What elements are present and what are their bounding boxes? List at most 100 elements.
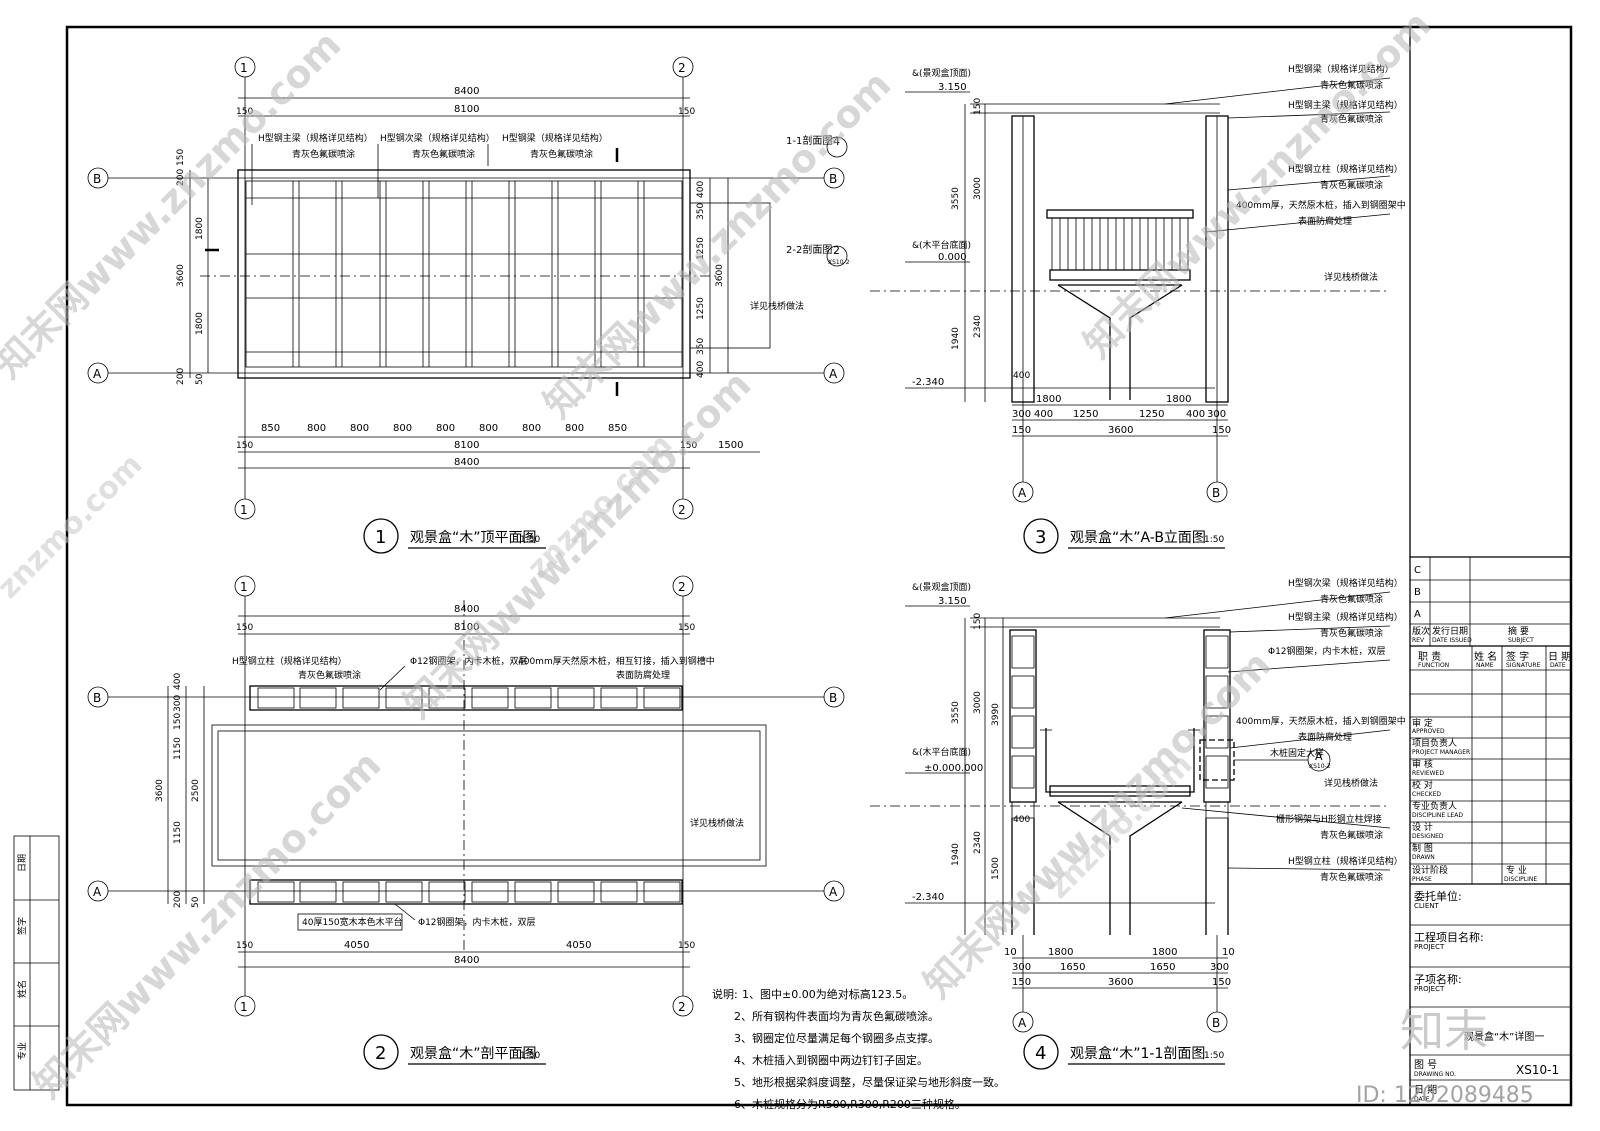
svg-text:150: 150 [973,613,983,630]
svg-text:1800: 1800 [195,312,205,335]
role-drawn: 制 图 [1412,842,1433,854]
view3-number: 3 [1035,527,1046,548]
role-reviewed: 审 核 [1412,758,1433,770]
svg-text:5、地形根据梁斜度调整，尽量保证梁与地形斜度一致。: 5、地形根据梁斜度调整，尽量保证梁与地形斜度一致。 [734,1075,1005,1089]
svg-text:青灰色氟碳喷涂: 青灰色氟碳喷涂 [530,148,593,160]
svg-text:2: 2 [678,61,686,75]
svg-text:8100: 8100 [454,622,479,633]
svg-text:300: 300 [1012,409,1031,420]
svg-text:300: 300 [1207,409,1226,420]
svg-text:&(木平台底面): &(木平台底面) [912,746,971,758]
role-pm: 项目负责人 [1412,737,1457,749]
svg-text:3990: 3990 [991,703,1001,726]
subject-head: 摘 要 [1508,625,1529,637]
strip-date: 日期 [17,854,28,872]
svg-text:150: 150 [176,149,186,166]
svg-text:H型钢梁（规格详见结构）: H型钢梁（规格详见结构） [1288,63,1394,75]
title-block: C B A 版次 REV 发行日期 DATE ISSUED 摘 要 SUBJEC… [1410,556,1571,1103]
log-column-left [1009,629,1037,935]
svg-text:300: 300 [173,695,183,712]
svg-text:青灰色氟碳喷涂: 青灰色氟碳喷涂 [412,148,475,160]
svg-text:青灰色氟碳喷涂: 青灰色氟碳喷涂 [1320,179,1383,191]
svg-text:PROJECT: PROJECT [1414,985,1445,993]
svg-text:6、木桩规格分为R500,R300,R200三种规格。: 6、木桩规格分为R500,R300,R200三种规格。 [734,1097,966,1111]
svg-text:150: 150 [678,623,695,633]
svg-text:H型钢立柱（规格详见结构）: H型钢立柱（规格详见结构） [232,655,347,667]
svg-text:1:50: 1:50 [1204,535,1224,545]
svg-text:A: A [829,885,838,899]
client-label: 委托单位: [1414,889,1462,903]
svg-text:B: B [829,172,837,186]
svg-text:3600: 3600 [1108,977,1133,988]
svg-text:青灰色氟碳喷涂: 青灰色氟碳喷涂 [1320,593,1383,605]
railing [1046,209,1194,281]
svg-text:1800: 1800 [1048,947,1073,958]
svg-text:青灰色氟碳喷涂: 青灰色氟碳喷涂 [292,148,355,160]
watermark-brand-4: 知末网www.znzmo.com [1075,2,1439,366]
svg-text:1800: 1800 [1166,394,1191,405]
svg-text:2340: 2340 [973,831,983,854]
subproject-label: 子项名称: [1414,972,1462,986]
section-plan: 1 2 1 2 B A B A 8400 8100 150 150 [87,575,845,1070]
svg-text:150: 150 [236,623,253,633]
svg-text:栅形钢架与H形钢立柱焊接: 栅形钢架与H形钢立柱焊接 [1276,813,1382,825]
svg-text:-2.340: -2.340 [912,377,944,388]
svg-text:150: 150 [1212,977,1231,988]
svg-text:0.000: 0.000 [938,252,967,263]
svg-text:H型钢主梁（规格详见结构）: H型钢主梁（规格详见结构） [258,132,373,144]
svg-text:400: 400 [1013,371,1030,381]
svg-text:1940: 1940 [951,327,961,350]
svg-text:800: 800 [436,423,455,434]
svg-text:150: 150 [678,107,695,117]
svg-text:XS10-2: XS10-2 [828,259,850,266]
svg-text:CHECKED: CHECKED [1412,791,1441,798]
svg-text:1:50: 1:50 [1204,1051,1224,1061]
svg-text:400: 400 [1034,409,1053,420]
svg-text:8400: 8400 [454,457,479,468]
watermark-id: ID: 1202089485 [1356,1083,1534,1108]
svg-text:PHASE: PHASE [1412,876,1432,883]
svg-text:1250: 1250 [696,297,706,320]
svg-text:1500: 1500 [718,440,743,451]
svg-text:REV: REV [1412,637,1425,644]
svg-text:B: B [93,691,101,705]
role-rows: 审 定 APPROVED 项目负责人 PROJECT MANAGER 审 核 R… [1410,693,1571,883]
svg-text:150: 150 [236,441,253,451]
svg-text:400: 400 [173,673,183,690]
svg-text:200: 200 [176,368,186,385]
svg-text:2: 2 [678,1000,686,1014]
svg-text:表面防腐处理: 表面防腐处理 [616,669,670,681]
svg-text:1: 1 [240,61,248,75]
svg-text:&(木平台底面): &(木平台底面) [912,239,971,251]
svg-text:木桩固定大样: 木桩固定大样 [1270,747,1324,759]
date-label: 日 期 [1414,1084,1437,1096]
svg-text:1-1剖面图: 1-1剖面图 [786,134,832,147]
svg-text:&(景观盒顶面): &(景观盒顶面) [912,581,971,593]
svg-text:DISCIPLINE LEAD: DISCIPLINE LEAD [1412,812,1463,819]
notes-head: 说明: [712,987,738,1001]
svg-text:Φ12钢圈架，内卡木桩，双层: Φ12钢圈架，内卡木桩，双层 [1268,645,1386,657]
svg-text:DATE: DATE [1550,662,1566,669]
svg-text:1800: 1800 [1036,394,1061,405]
svg-text:1800: 1800 [1152,947,1177,958]
svg-text:2: 2 [678,580,686,594]
notes: 说明: 1、图中±0.00为绝对标高123.5。 2、所有钢构件表面均为青灰色氟… [712,987,1005,1111]
svg-text:1650: 1650 [1060,962,1085,973]
svg-text:青灰色氟碳喷涂: 青灰色氟碳喷涂 [1320,871,1383,883]
watermark-logo: 知末 [1400,1006,1488,1057]
svg-text:B: B [1212,486,1220,500]
svg-text:H型钢主梁（规格详见结构）: H型钢主梁（规格详见结构） [1288,99,1403,111]
rev-row-c: C [1414,565,1421,576]
svg-text:2: 2 [833,244,840,257]
svg-text:A: A [93,885,102,899]
svg-text:±0.000.000: ±0.000.000 [924,763,983,774]
rev-head: 版次 [1412,625,1430,637]
svg-text:-2.340: -2.340 [912,892,944,903]
svg-text:DATE ISSUED: DATE ISSUED [1432,637,1472,644]
svg-text:800: 800 [565,423,584,434]
svg-text:200: 200 [173,891,183,908]
drawing-no-label: 图 号 [1414,1059,1437,1071]
svg-text:B: B [93,172,101,186]
svg-text:1: 1 [240,580,248,594]
svg-text:40厚150宽木本色木平台: 40厚150宽木本色木平台 [302,916,403,928]
